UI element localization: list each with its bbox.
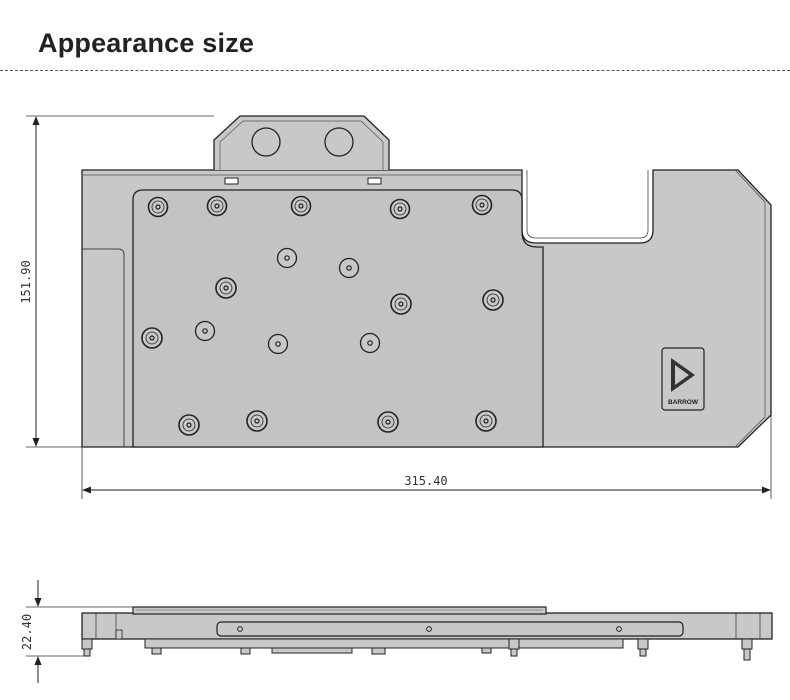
length-value: 315.40 — [404, 474, 447, 488]
title-divider — [0, 70, 790, 71]
length-dimension: 315.40 — [81, 415, 772, 499]
top-view: BARROW 151.90 315.40 — [19, 115, 772, 499]
thickness-dimension: 22.40 — [20, 580, 133, 683]
terminal-block — [213, 115, 390, 170]
side-standoffs — [81, 638, 753, 661]
logo-text: BARROW — [668, 399, 699, 406]
outlet-port — [324, 127, 354, 157]
height-value: 151.90 — [19, 260, 33, 303]
barrow-logo-icon — [671, 358, 695, 392]
height-dimension: 151.90 — [19, 115, 214, 448]
inlet-port — [251, 127, 281, 157]
side-top-cover — [132, 606, 547, 615]
side-view: 22.40 — [20, 580, 773, 683]
barrow-logo-badge: BARROW — [661, 347, 705, 411]
inner-panel — [132, 189, 544, 448]
mounting-screws — [141, 194, 504, 436]
thickness-value: 22.40 — [20, 614, 34, 650]
side-slot — [216, 621, 684, 637]
page-title: Appearance size — [38, 28, 255, 58]
